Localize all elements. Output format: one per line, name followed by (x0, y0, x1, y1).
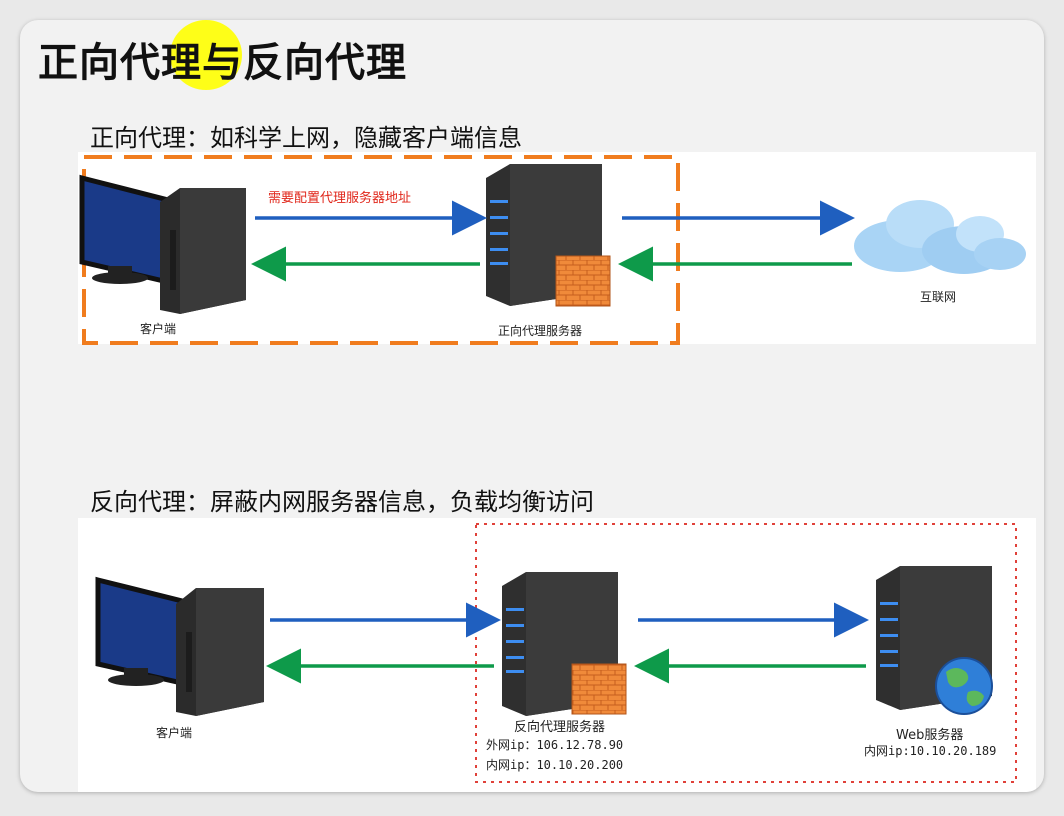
title-highlight (170, 20, 242, 90)
reverse-proxy-internal-ip: 内网ip：10.10.20.200 (486, 758, 624, 772)
config-proxy-note: 需要配置代理服务器地址 (268, 191, 412, 206)
web-server-label: Web服务器 (896, 728, 964, 743)
globe-icon (935, 657, 993, 715)
reverse-proxy-heading: 反向代理：屏蔽内网服务器信息，负载均衡访问 (90, 488, 594, 516)
forward-client-computer-icon (79, 174, 246, 314)
reverse-client-computer-icon (95, 576, 264, 716)
forward-proxy-heading: 正向代理：如科学上网，隐藏客户端信息 (90, 124, 522, 152)
reverse-proxy-external-ip: 外网ip：106.12.78.90 (486, 738, 624, 752)
forward-firewall-icon (555, 255, 611, 307)
proxy-diagram (79, 155, 1026, 783)
reverse-proxy-label: 反向代理服务器 (514, 720, 606, 735)
internet-label: 互联网 (920, 290, 957, 304)
reverse-client-label: 客户端 (156, 726, 193, 740)
slide: 正向代理与反向代理 正向代理：如科学上网，隐藏客户端信息 反向代理：屏蔽内网服务… (20, 20, 1044, 792)
forward-proxy-label: 正向代理服务器 (498, 324, 583, 338)
forward-client-label: 客户端 (140, 322, 177, 336)
internet-cloud-icon (854, 200, 1026, 274)
web-server-internal-ip: 内网ip:10.10.20.189 (864, 744, 997, 758)
reverse-proxy-frame (475, 523, 1017, 783)
reverse-firewall-icon (571, 663, 627, 715)
page-title: 正向代理与反向代理 (38, 40, 407, 86)
